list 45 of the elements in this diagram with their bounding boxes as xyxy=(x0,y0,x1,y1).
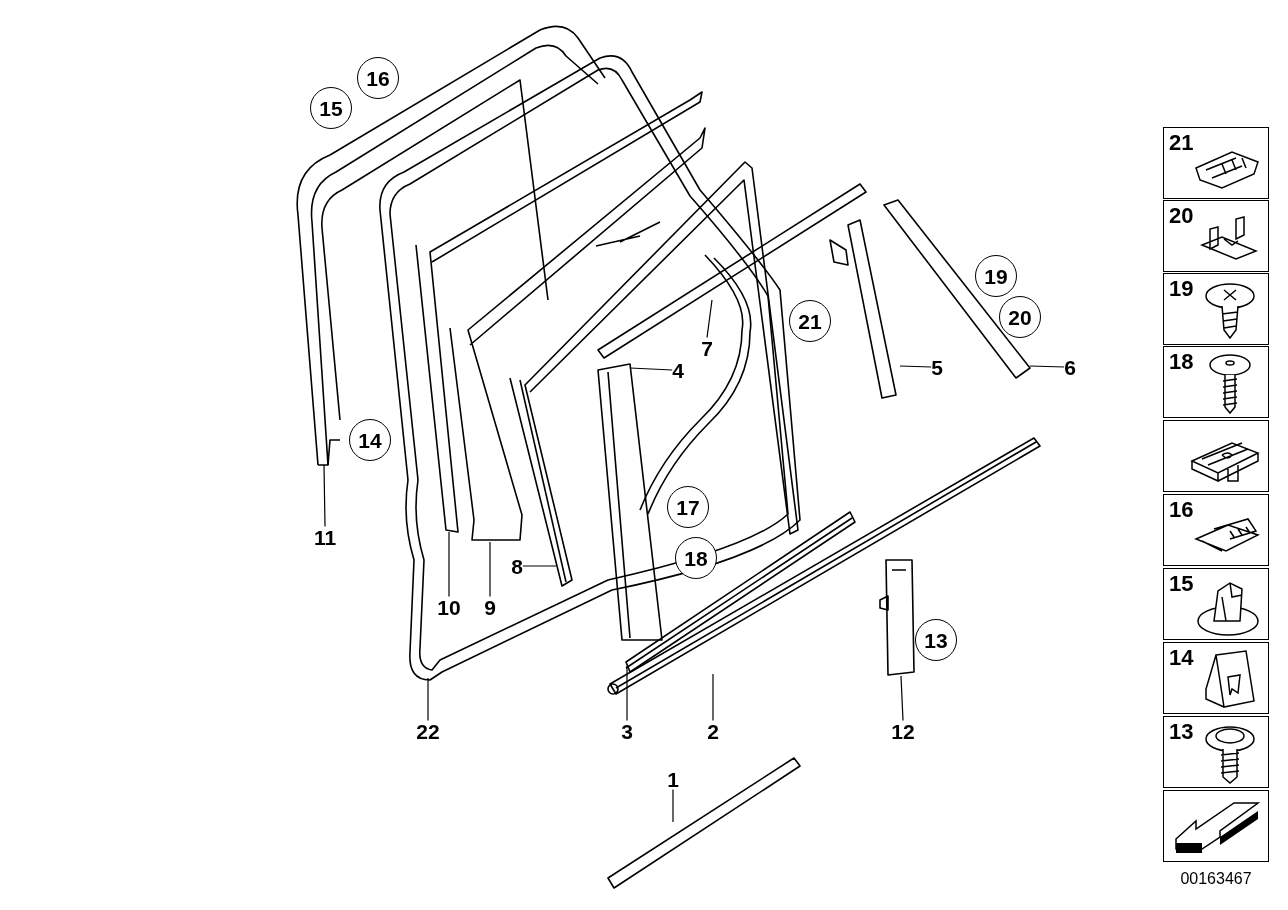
part-box xyxy=(1163,790,1269,862)
callout-number: 8 xyxy=(511,555,523,577)
leader-line xyxy=(629,367,673,371)
part-box xyxy=(1163,642,1269,714)
callout-number: 5 xyxy=(931,356,943,378)
callout-number: 7 xyxy=(701,337,713,359)
leader-line xyxy=(899,365,932,368)
callout-number: 9 xyxy=(484,596,496,618)
leader-line xyxy=(712,673,714,722)
leader-line xyxy=(900,675,904,722)
callout-number: 6 xyxy=(1064,356,1076,378)
part-number: 20 xyxy=(1169,205,1194,227)
callout-number: 4 xyxy=(672,359,684,381)
part-box xyxy=(1163,127,1269,199)
callout-number: 3 xyxy=(621,720,633,742)
leader-line xyxy=(448,531,450,598)
callout-number: 2 xyxy=(707,720,719,742)
part-box xyxy=(1163,494,1269,566)
part-box xyxy=(1163,568,1269,640)
part-box xyxy=(1163,200,1269,272)
part-number: 14 xyxy=(1169,647,1194,669)
drawing-number: 00163467 xyxy=(1179,871,1253,887)
part-number: 19 xyxy=(1169,278,1194,300)
part-number: 16 xyxy=(1169,499,1194,521)
leader-line xyxy=(489,541,491,598)
leader-line xyxy=(427,677,429,722)
leader-line xyxy=(706,299,713,339)
leader-line xyxy=(672,788,674,823)
leader-line xyxy=(1029,365,1065,368)
part-number: 18 xyxy=(1169,351,1194,373)
part-number: 21 xyxy=(1169,132,1194,154)
part-box xyxy=(1163,273,1269,345)
leader-line xyxy=(522,565,557,567)
part-box xyxy=(1163,716,1269,788)
callout-number: 1 xyxy=(667,768,679,790)
callout-number: 22 xyxy=(416,720,440,742)
leader-line xyxy=(626,665,628,722)
part-number: 13 xyxy=(1169,721,1194,743)
part-number: 15 xyxy=(1169,573,1194,595)
callout-number: 11 xyxy=(313,526,337,548)
leader-line xyxy=(323,464,326,528)
part-box xyxy=(1163,346,1269,418)
part-box xyxy=(1163,420,1269,492)
callout-number: 12 xyxy=(891,720,915,742)
callout-number: 10 xyxy=(437,596,461,618)
